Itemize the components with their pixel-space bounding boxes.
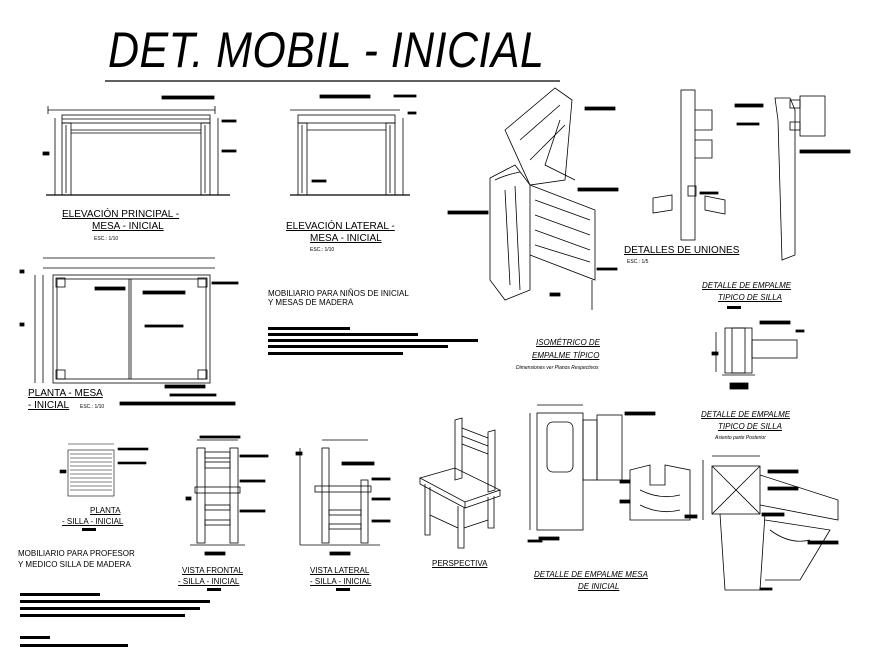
label-mobiliario-ninos: MOBILIARIO PARA NIÑOS DE INICIAL <box>268 289 409 298</box>
chair-perspective <box>418 417 502 549</box>
scale-tag <box>727 306 741 309</box>
label-empalme-mesa-2: DE INICIAL <box>578 582 620 591</box>
label-vista-lateral-2: - SILLA - INICIAL <box>310 577 372 586</box>
label-elevacion-principal: ELEVACIÓN PRINCIPAL - <box>62 209 180 220</box>
label-empalme-silla-2: TIPICO DE SILLA <box>718 293 783 302</box>
label-empalme-mesa: DETALLE DE EMPALME MESA <box>534 570 648 579</box>
text-block <box>20 636 50 639</box>
scale-tag <box>336 588 350 591</box>
text-block <box>268 333 418 336</box>
text-block <box>20 607 200 610</box>
page-title: DET. MOBIL - INICIAL <box>108 22 545 78</box>
text-block <box>268 327 350 330</box>
scale-planta-mesa: ESC.: 1/10 <box>80 404 105 410</box>
chair-side-view <box>295 439 391 556</box>
chair-front-view <box>185 435 269 556</box>
label-elevacion-principal-2: MESA - INICIAL <box>92 221 164 232</box>
label-vista-frontal: VISTA FRONTAL <box>182 566 244 575</box>
joint-details <box>652 89 851 261</box>
label-detalles-uniones: DETALLES DE UNIONES <box>624 245 740 256</box>
label-empalme-silla: DETALLE DE EMPALME <box>702 281 792 290</box>
scale-detalles-uniones: ESC.: 1/5 <box>627 259 649 265</box>
table-front-elevation <box>42 95 237 196</box>
chair-joint-detail-rear <box>702 455 839 591</box>
label-mobiliario-profesor-2: Y MEDICO SILLA DE MADERA <box>18 560 131 569</box>
note-empalme-silla-b: Asiento parte Posterior <box>715 435 766 441</box>
text-block <box>20 644 128 647</box>
label-planta-mesa-2: - INICIAL <box>28 400 70 411</box>
text-block <box>268 352 403 355</box>
label-elevacion-lateral: ELEVACIÓN LATERAL - <box>286 221 395 232</box>
text-block <box>268 339 478 342</box>
scale-elevacion-lateral: ESC.: 1/10 <box>310 247 335 253</box>
label-empalme-silla-b: DETALLE DE EMPALME <box>701 410 791 419</box>
text-block <box>20 600 210 603</box>
label-mobiliario-profesor: MOBILIARIO PARA PROFESOR <box>18 549 135 558</box>
text-block <box>20 593 100 596</box>
table-side-elevation <box>290 94 417 196</box>
chair-joint-detail <box>711 320 805 390</box>
isometric-joint <box>447 87 619 310</box>
label-mobiliario-ninos-2: Y MESAS DE MADERA <box>268 298 354 307</box>
chair-plan <box>59 443 149 497</box>
table-plan <box>19 257 239 406</box>
scale-tag <box>207 588 221 591</box>
label-planta-mesa: PLANTA - MESA <box>28 388 103 399</box>
label-isometrico-2: EMPALME TÍPICO <box>532 351 600 360</box>
text-block <box>268 345 448 348</box>
label-perspectiva: PERSPECTIVA <box>432 559 488 568</box>
label-empalme-silla-b-2: TIPICO DE SILLA <box>718 422 783 431</box>
label-vista-frontal-2: - SILLA - INICIAL <box>178 577 240 586</box>
label-elevacion-lateral-2: MESA - INICIAL <box>310 233 382 244</box>
table-joint-detail <box>527 404 698 543</box>
text-block <box>20 614 185 617</box>
scale-tag <box>82 528 96 531</box>
label-planta-silla-2: - SILLA - INICIAL <box>62 517 124 526</box>
scale-elevacion-principal: ESC.: 1/10 <box>94 236 119 242</box>
label-planta-silla: PLANTA <box>90 506 121 515</box>
label-isometrico: ISOMÉTRICO DE <box>536 338 601 347</box>
label-vista-lateral: VISTA LATERAL <box>310 566 370 575</box>
note-isometrico: Dimensiones ver Planos Respectivos <box>516 365 599 371</box>
